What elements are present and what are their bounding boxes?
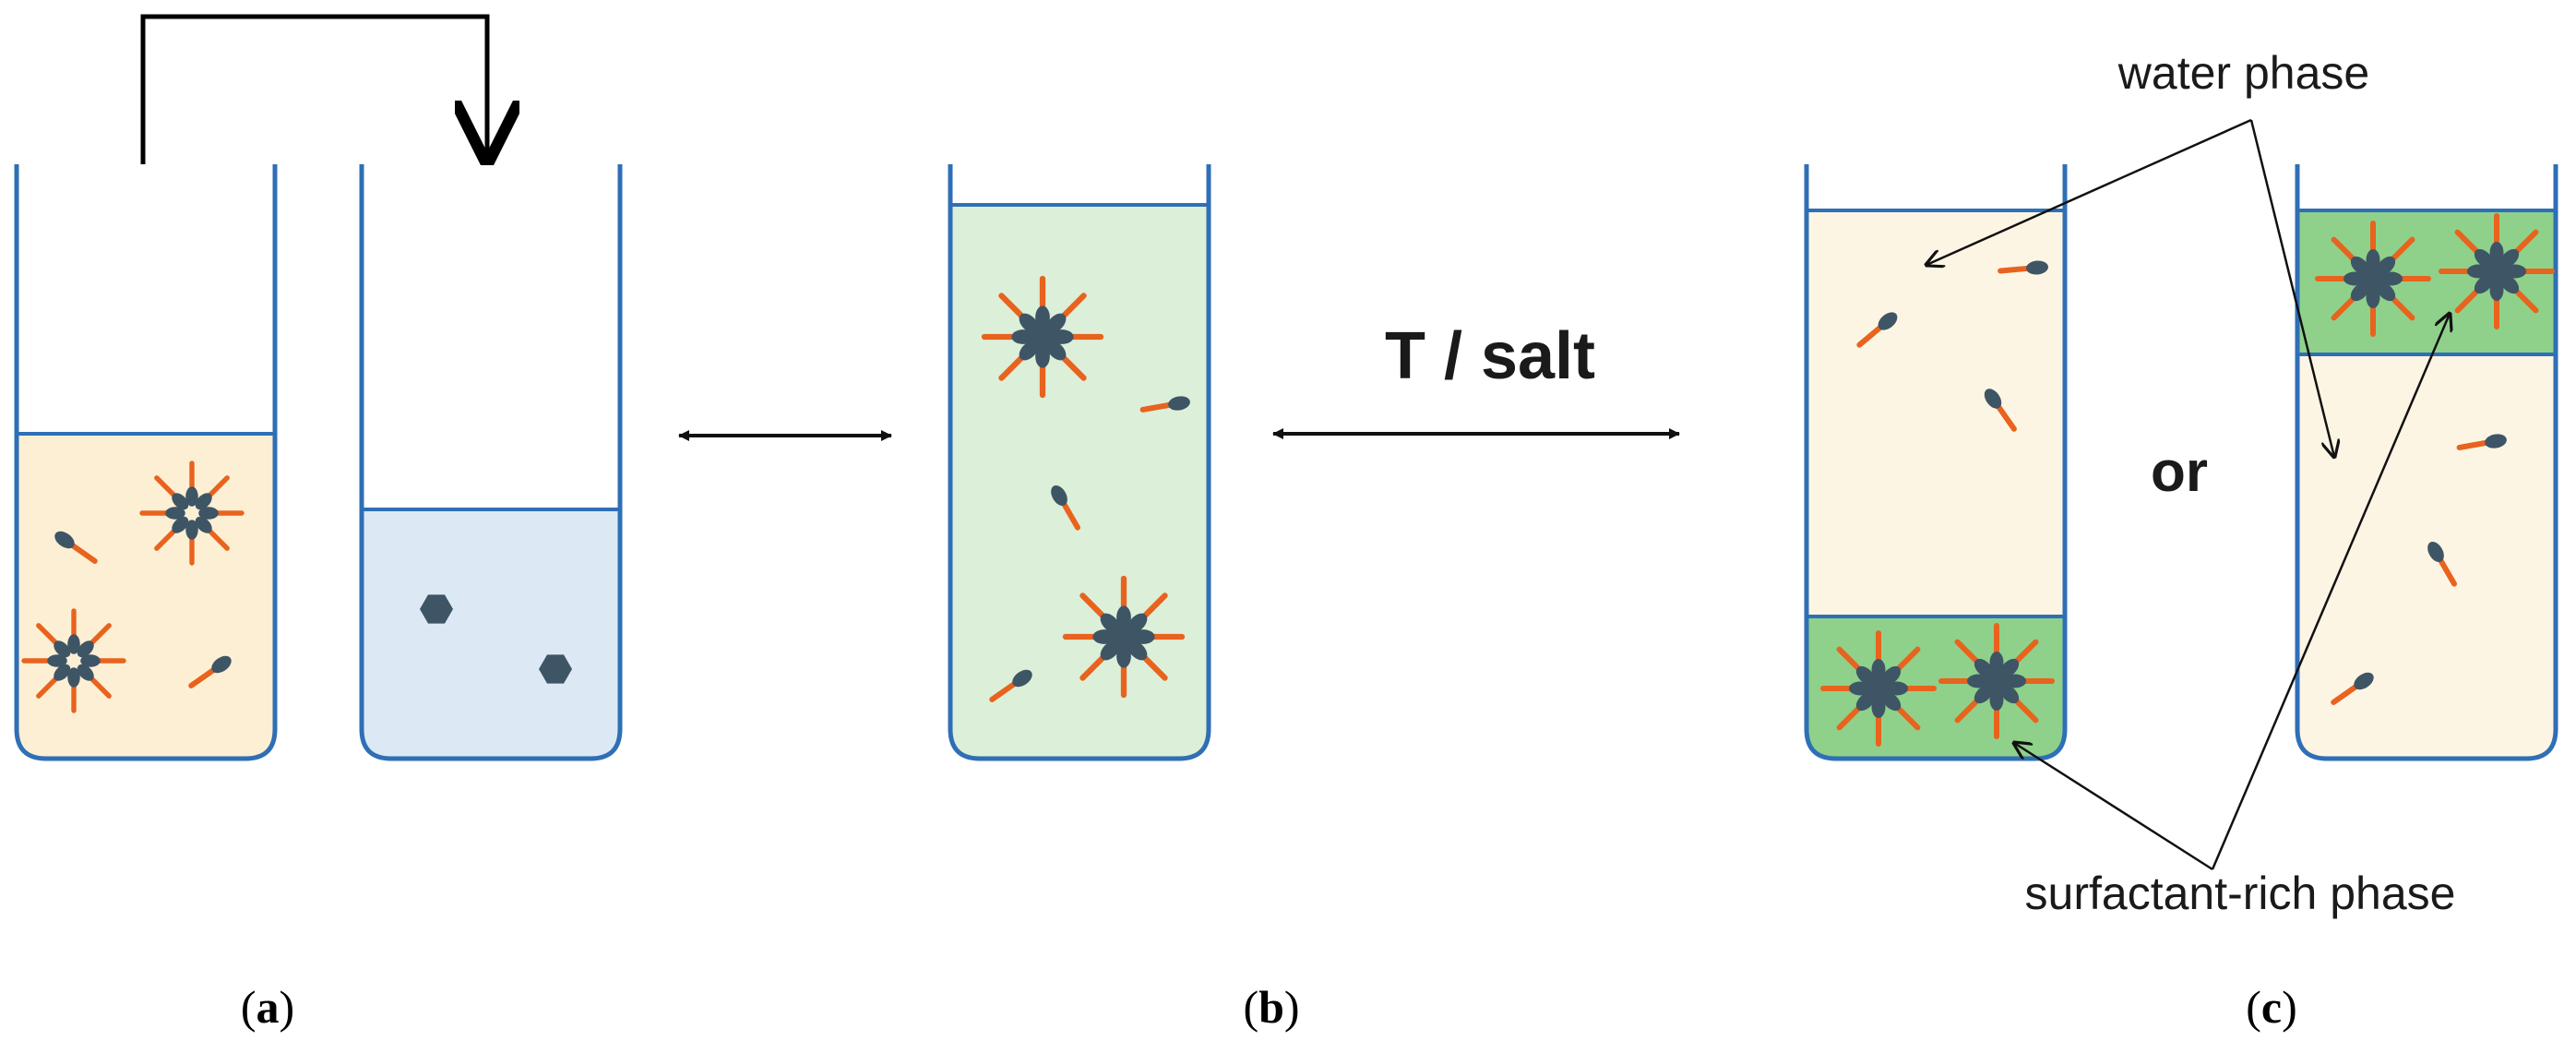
water-phase-pointer <box>1926 118 2252 265</box>
mixed-solution-liquid <box>950 205 1209 759</box>
tube-separated-bottom <box>1804 164 2068 761</box>
transfer-arrow <box>140 14 487 164</box>
tube-separated-top <box>2295 164 2558 761</box>
analyte <box>539 654 572 684</box>
water-phase-label: water phase <box>2117 47 2369 99</box>
tube-outline <box>14 164 278 761</box>
tube-outline <box>948 164 1211 761</box>
tube-surfactant-solution <box>14 164 278 761</box>
surfactant-phase-label: surfactant-rich phase <box>2025 868 2456 919</box>
panel-caption-c: (c) <box>2246 981 2297 1033</box>
loaded-micelle <box>1941 626 2052 736</box>
water-phase-liquid <box>2297 354 2556 759</box>
water-phase-pointer <box>2249 119 2334 457</box>
surfactant-phase-pointer <box>2014 743 2213 871</box>
panel-caption-b: (b) <box>1243 981 1299 1033</box>
tube-mixed-solution <box>948 164 1211 761</box>
loaded-micelle <box>984 279 1101 395</box>
loaded-micelle <box>2441 216 2552 327</box>
water-phase-liquid <box>1807 210 2065 616</box>
surfactant-solution-liquid <box>17 434 275 759</box>
loaded-micelle <box>2318 223 2428 334</box>
analyte <box>420 594 453 624</box>
or-label: or <box>2151 440 2208 504</box>
panel-caption-a: (a) <box>241 981 294 1033</box>
surfactant-rich-phase-liquid <box>2297 210 2556 354</box>
loaded-micelle <box>1066 579 1182 695</box>
surfactant-rich-phase-liquid <box>1807 616 2065 759</box>
surfactant-phase-pointer <box>2211 314 2450 870</box>
analyte-solution-liquid <box>362 509 620 759</box>
tube-analyte-solution <box>359 164 623 761</box>
operator-label: T / salt <box>1385 319 1595 393</box>
tube-outline <box>359 164 623 761</box>
loaded-micelle <box>1823 633 1934 744</box>
tube-outline <box>2295 164 2558 761</box>
tube-outline <box>1804 164 2068 761</box>
